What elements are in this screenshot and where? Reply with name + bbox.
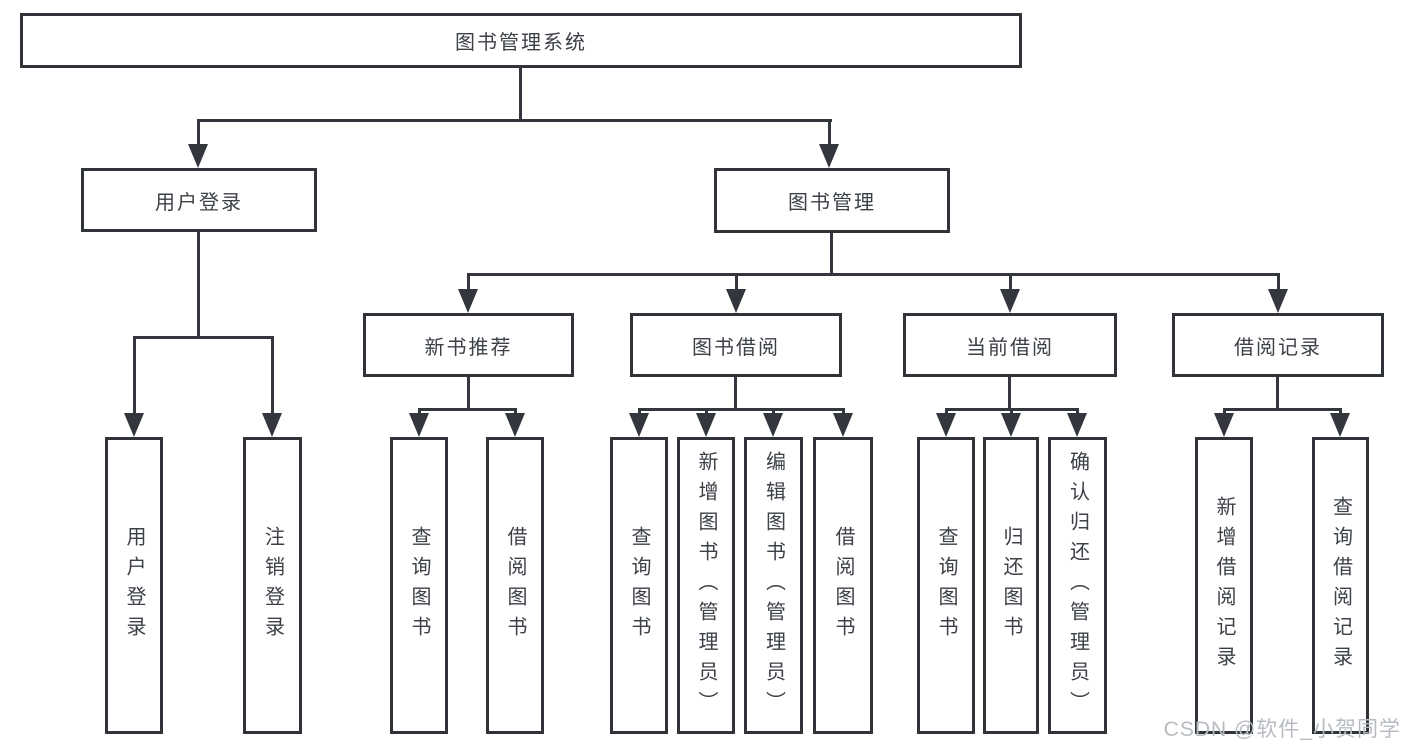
leaf-query-books-borrowing: 查询图书 [610, 437, 668, 734]
connector-line [1008, 375, 1011, 411]
arrow-down-icon [819, 144, 839, 168]
node-user-login-label: 用户登录 [155, 191, 243, 214]
leaf-return-books: 归还图书 [983, 437, 1039, 734]
arrow-down-icon [458, 289, 478, 313]
leaf-logout-label: 注销登录 [261, 525, 284, 646]
node-new-book-recommend-label: 新书推荐 [424, 336, 513, 359]
leaf-query-books-recommend: 查询图书 [390, 437, 448, 734]
leaf-query-books-borrowing-label: 查询图书 [628, 525, 650, 646]
leaf-user-login: 用户登录 [105, 437, 163, 734]
leaf-return-books-label: 归还图书 [1000, 525, 1022, 646]
arrow-down-icon [1001, 413, 1021, 437]
leaf-edit-books-admin-label: 编辑图书（管理员） [762, 450, 785, 721]
connector-line [519, 66, 522, 122]
leaf-borrow-books: 借阅图书 [813, 437, 873, 734]
connector-line [1009, 273, 1012, 295]
arrow-down-icon [1000, 289, 1020, 313]
node-new-book-recommend: 新书推荐 [363, 313, 574, 377]
leaf-query-borrow-record-label: 查询借阅记录 [1329, 495, 1352, 676]
leaf-query-borrow-record: 查询借阅记录 [1312, 437, 1369, 734]
arrow-down-icon [1330, 413, 1350, 437]
arrow-down-icon [1214, 413, 1234, 437]
leaf-add-borrow-record: 新增借阅记录 [1195, 437, 1253, 734]
watermark-text: CSDN @软件_小贺同学 [1163, 718, 1401, 741]
leaf-confirm-return-admin-label: 确认归还（管理员） [1066, 450, 1089, 721]
connector-line [197, 119, 200, 150]
leaf-borrow-books-label: 借阅图书 [832, 525, 854, 646]
node-current-borrowing: 当前借阅 [903, 313, 1117, 377]
connector-line [197, 230, 200, 339]
leaf-borrow-books-recommend-label: 借阅图书 [504, 525, 526, 646]
connector-line [133, 336, 274, 339]
connector-line [418, 408, 517, 411]
leaf-borrow-books-recommend: 借阅图书 [486, 437, 544, 734]
leaf-add-books-admin-label: 新增图书（管理员） [695, 450, 717, 721]
leaf-logout: 注销登录 [243, 437, 302, 734]
connector-line [1276, 375, 1279, 411]
arrow-down-icon [1067, 413, 1087, 437]
node-borrow-records-label: 借阅记录 [1234, 336, 1322, 359]
arrow-down-icon [763, 413, 783, 437]
node-current-borrowing-label: 当前借阅 [966, 336, 1054, 359]
node-book-management: 图书管理 [714, 168, 950, 233]
leaf-add-books-admin: 新增图书（管理员） [677, 437, 735, 734]
connector-line [1223, 408, 1342, 411]
node-book-borrowing: 图书借阅 [630, 313, 842, 377]
connector-line [734, 375, 737, 411]
connector-line [1277, 273, 1280, 295]
connector-line [271, 336, 274, 417]
arrow-down-icon [629, 413, 649, 437]
node-user-login: 用户登录 [81, 168, 317, 232]
arrow-down-icon [936, 413, 956, 437]
connector-line [638, 408, 844, 411]
connector-line [467, 375, 470, 411]
leaf-user-login-label: 用户登录 [123, 525, 145, 646]
arrow-down-icon [1268, 289, 1288, 313]
leaf-confirm-return-admin: 确认归还（管理员） [1048, 437, 1107, 734]
arrow-down-icon [726, 289, 746, 313]
connector-line [133, 336, 136, 417]
connector-line [467, 273, 1280, 276]
arrow-down-icon [188, 144, 208, 168]
node-borrow-records: 借阅记录 [1172, 313, 1384, 377]
arrow-down-icon [696, 413, 716, 437]
arrow-down-icon [409, 413, 429, 437]
leaf-edit-books-admin: 编辑图书（管理员） [744, 437, 803, 734]
connector-line [828, 119, 831, 150]
leaf-query-books-current: 查询图书 [917, 437, 975, 734]
node-book-management-label: 图书管理 [788, 192, 876, 214]
arrow-down-icon [833, 413, 853, 437]
leaf-query-books-recommend-label: 查询图书 [408, 525, 430, 646]
leaf-query-books-current-label: 查询图书 [935, 525, 957, 646]
connector-line [197, 119, 832, 122]
node-root: 图书管理系统 [20, 13, 1022, 68]
arrow-down-icon [505, 413, 525, 437]
leaf-add-borrow-record-label: 新增借阅记录 [1213, 495, 1235, 676]
node-book-borrowing-label: 图书借阅 [692, 336, 780, 359]
arrow-down-icon [262, 413, 282, 437]
arrow-down-icon [124, 413, 144, 437]
connector-line [735, 273, 738, 295]
connector-line [830, 231, 833, 276]
node-root-label: 图书管理系统 [455, 32, 587, 54]
connector-line [467, 273, 470, 295]
